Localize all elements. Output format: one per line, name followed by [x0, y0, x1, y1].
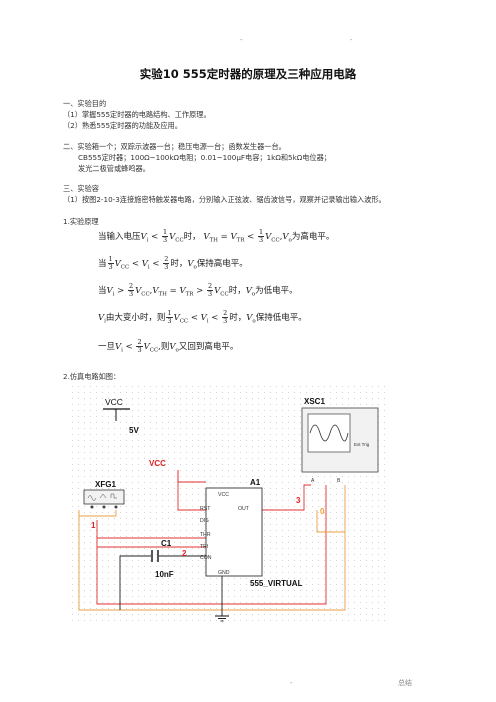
capacitor-ref-label: C1 — [161, 539, 172, 548]
timer-ref-label: A1 — [250, 478, 261, 487]
capacitor-value-label: 10nF — [155, 570, 174, 579]
vcc-value-label: 5V — [129, 426, 139, 435]
fg-terminal-common — [102, 505, 106, 509]
wire-vcc-to-rst — [177, 470, 206, 511]
section-content-heading: 三、实验容 — [63, 184, 99, 193]
timer-pin-thr: THR — [200, 532, 211, 538]
timer-pin-dis: DIS — [200, 518, 209, 524]
sine-wave-icon — [87, 495, 97, 501]
oscilloscope-label: XSC1 — [304, 397, 325, 406]
purpose-item-1: （1）掌握555定时器的电路结构、工作原理。 — [63, 110, 211, 119]
timer-pin-out: OUT — [238, 506, 250, 512]
wire-fg-ground — [79, 510, 117, 517]
timer-pin-gnd: GND — [218, 570, 230, 576]
net-label-1: 1 — [91, 521, 96, 530]
principle-heading: 1.实验原理 — [63, 217, 99, 226]
wire-cap-to-ground — [119, 555, 151, 610]
net-label-2: 2 — [182, 549, 187, 558]
content-item-1: （1）按图2-10-3连接施密特触发器电路，分别输入正弦波、锯齿波信号，观察并记… — [63, 195, 386, 204]
wire-out-to-scope-a — [262, 484, 311, 511]
timer-pin-tri: TRI — [200, 544, 208, 550]
section-purpose-heading: 一、实验目的 — [63, 99, 107, 108]
sim-heading: 2.仿真电路如图： — [63, 372, 121, 381]
oscilloscope-channel-a-label: A — [311, 478, 315, 484]
net-label-3: 3 — [296, 496, 301, 505]
wire-fg-to-scope-b — [96, 485, 327, 605]
oscilloscope-screen — [307, 413, 351, 453]
footer-dot: - — [290, 679, 293, 687]
timer-555-body — [205, 487, 263, 577]
equipment-line-2: 发光二极管或蜂鸣器。 — [78, 164, 150, 173]
oscilloscope-sine-trace — [309, 424, 349, 442]
header-mark-left: - — [240, 36, 243, 44]
header-mark-right: - — [350, 36, 353, 44]
footer-label: 总结 — [398, 679, 412, 687]
fg-terminal-negative — [114, 505, 118, 509]
circuit-schematic: VCC 5V VCC C1 10nF 1 2 3 0 A1 VCC RST OU… — [72, 386, 388, 622]
function-generator-label: XFG1 — [95, 480, 116, 489]
vcc-net-label: VCC — [149, 459, 166, 468]
wire-scope-ground — [316, 510, 345, 533]
vcc-source-label: VCC — [105, 397, 123, 407]
timer-pin-rst: RST — [200, 506, 211, 512]
page-title: 实验10 555定时器的原理及三种应用电路 — [139, 67, 357, 81]
section-equipment-heading: 二、实验箱一个；双踪示波器一台；稳压电源一台；函数发生器一台。 — [63, 142, 286, 151]
fg-terminal-positive — [90, 505, 94, 509]
oscilloscope-ext-trig-label: Ext Trig — [354, 442, 370, 447]
equipment-line-1: CB555定时器；100Ω~100kΩ电阻；0.01~100μF电容；1kΩ和5… — [78, 153, 331, 162]
timer-pin-con: CON — [200, 555, 212, 561]
function-generator-body — [83, 489, 125, 505]
net-label-0: 0 — [320, 507, 325, 516]
purpose-item-2: （2）熟悉555定时器的功能及应用。 — [63, 121, 182, 130]
triangle-wave-icon — [99, 493, 107, 499]
timer-pin-vcc: VCC — [218, 492, 229, 498]
wire-ground-return — [78, 485, 346, 611]
square-wave-icon — [110, 493, 117, 499]
timer-part-label: 555_VIRTUAL — [250, 579, 303, 588]
oscilloscope-channel-b-label: B — [337, 478, 341, 484]
